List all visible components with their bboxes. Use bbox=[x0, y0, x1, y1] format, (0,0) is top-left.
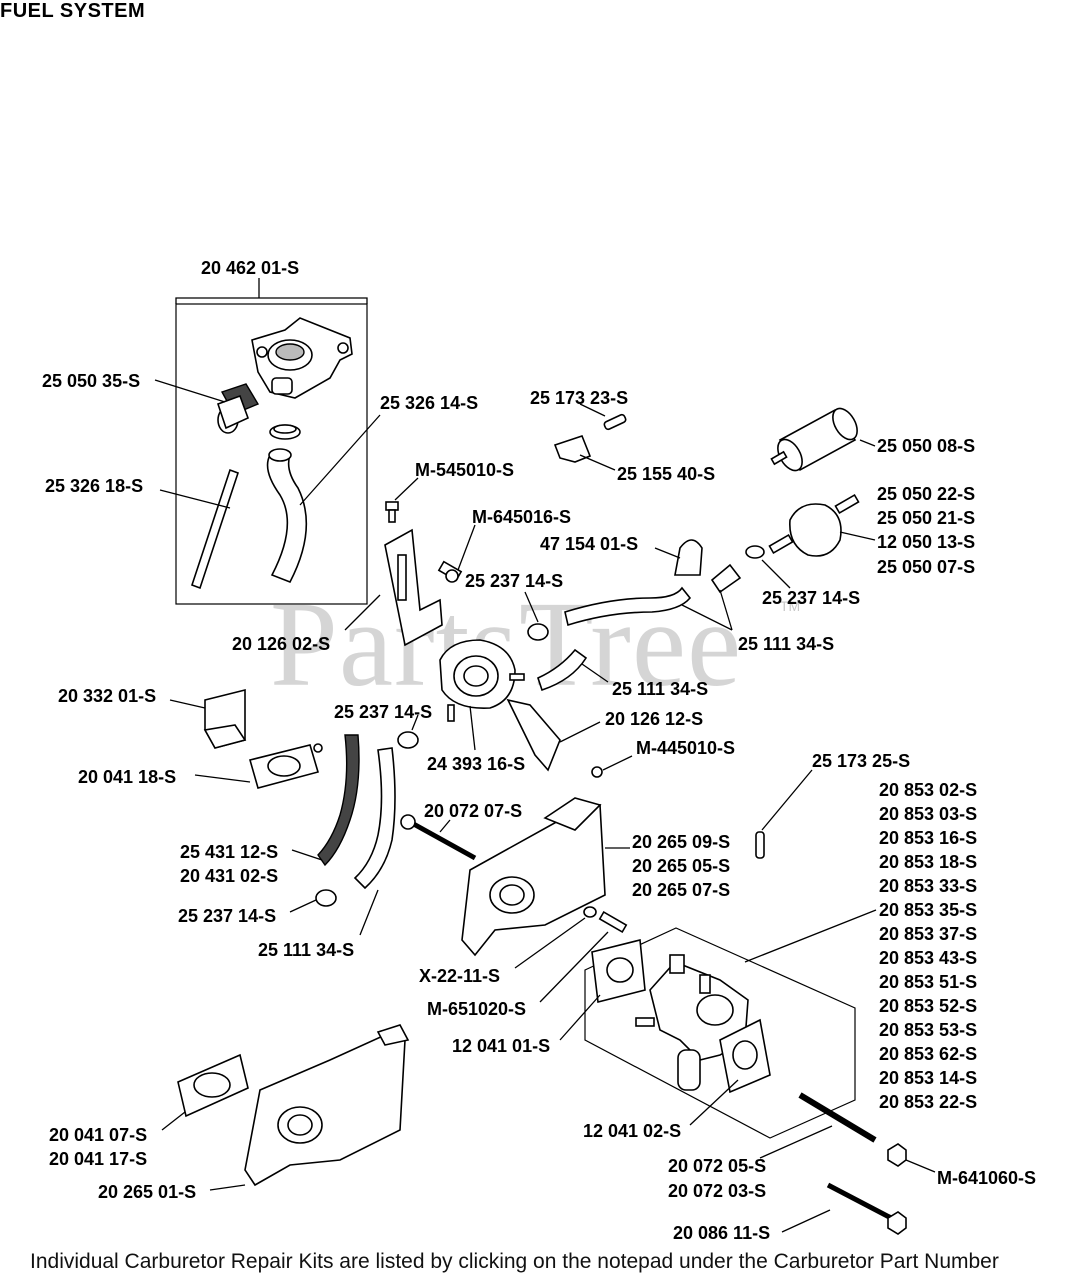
part-label-25-050-35[interactable]: 25 050 35-S bbox=[42, 371, 141, 391]
part-label-20-072-05[interactable]: 20 072 05-S bbox=[668, 1156, 767, 1176]
part-label-25-111-34-a[interactable]: 25 111 34-S bbox=[738, 634, 835, 654]
part-label-25-050-21[interactable]: 25 050 21-S bbox=[877, 508, 976, 528]
part-label-m-445010[interactable]: M-445010-S bbox=[636, 738, 736, 758]
part-label-20-265-01[interactable]: 20 265 01-S bbox=[98, 1182, 197, 1202]
part-label-m-641060[interactable]: M-641060-S bbox=[937, 1168, 1037, 1188]
part-label-25-237-14-c[interactable]: 25 237 14-S bbox=[334, 702, 433, 722]
adapter-part bbox=[461, 797, 606, 957]
carb-part-label[interactable]: 20 853 62-S bbox=[879, 1044, 978, 1064]
part-label-12-041-01[interactable]: 12 041 01-S bbox=[452, 1036, 551, 1056]
part-label-25-050-08[interactable]: 25 050 08-S bbox=[877, 436, 976, 456]
carburetor-part-list: 20 853 02-S 20 853 03-S 20 853 16-S 20 8… bbox=[879, 778, 977, 1114]
carb-part-label[interactable]: 20 853 51-S bbox=[879, 972, 978, 992]
part-label-25-326-14[interactable]: 25 326 14-S bbox=[380, 393, 479, 413]
part-label-25-326-18[interactable]: 25 326 18-S bbox=[45, 476, 144, 496]
part-label-20-041-18[interactable]: 20 041 18-S bbox=[78, 767, 177, 787]
part-label-25-237-14-a[interactable]: 25 237 14-S bbox=[465, 571, 564, 591]
carb-part-label[interactable]: 20 853 35-S bbox=[879, 900, 978, 920]
carb-part-label[interactable]: 20 853 22-S bbox=[879, 1092, 978, 1112]
fuel-strainer-part bbox=[216, 383, 260, 434]
part-label-20-086-11[interactable]: 20 086 11-S bbox=[673, 1223, 771, 1243]
part-label-25-237-14-d[interactable]: 25 237 14-S bbox=[178, 906, 277, 926]
part-label-m-651020[interactable]: M-651020-S bbox=[427, 999, 527, 1019]
part-label-47-154-01[interactable]: 47 154 01-S bbox=[540, 534, 639, 554]
part-label-25-237-14-b[interactable]: 25 237 14-S bbox=[762, 588, 861, 608]
carb-part-label[interactable]: 20 853 02-S bbox=[879, 780, 978, 800]
fuel-filter-part bbox=[770, 407, 876, 472]
carb-part-label[interactable]: 20 853 53-S bbox=[879, 1020, 978, 1040]
part-label-20-041-17[interactable]: 20 041 17-S bbox=[49, 1149, 148, 1169]
part-label-25-111-34-b[interactable]: 25 111 34-S bbox=[612, 679, 709, 699]
part-label-20-265-07[interactable]: 20 265 07-S bbox=[632, 880, 731, 900]
part-label-25-111-34-c[interactable]: 25 111 34-S bbox=[258, 940, 355, 960]
part-label-25-050-22[interactable]: 25 050 22-S bbox=[877, 484, 976, 504]
carb-part-label[interactable]: 20 853 16-S bbox=[879, 828, 978, 848]
page-title: FUEL SYSTEM bbox=[0, 0, 146, 22]
fuel-pump-part bbox=[439, 639, 525, 722]
part-label-20-431-02[interactable]: 20 431 02-S bbox=[180, 866, 279, 886]
part-label-x-22-11[interactable]: X-22-11-S bbox=[419, 966, 501, 986]
part-label-20-126-02[interactable]: 20 126 02-S bbox=[232, 634, 331, 654]
fuel-system-exploded-diagram bbox=[154, 278, 936, 1235]
footer-note: Individual Carburetor Repair Kits are li… bbox=[30, 1250, 999, 1273]
part-label-25-173-23[interactable]: 25 173 23-S bbox=[530, 388, 629, 408]
part-label-20-072-07[interactable]: 20 072 07-S bbox=[424, 801, 523, 821]
part-label-20-265-09[interactable]: 20 265 09-S bbox=[632, 832, 731, 852]
part-label-20-126-12[interactable]: 20 126 12-S bbox=[605, 709, 704, 729]
bottom-adapter-part bbox=[244, 1024, 410, 1187]
carb-part-label[interactable]: 20 853 52-S bbox=[879, 996, 978, 1016]
part-label-12-041-02[interactable]: 12 041 02-S bbox=[583, 1121, 682, 1141]
part-label-20-462-01[interactable]: 20 462 01-S bbox=[201, 258, 300, 278]
part-label-24-393-16[interactable]: 24 393 16-S bbox=[427, 754, 526, 774]
inline-filter-part bbox=[768, 493, 876, 557]
carb-part-label[interactable]: 20 853 33-S bbox=[879, 876, 978, 896]
part-label-25-173-25[interactable]: 25 173 25-S bbox=[812, 751, 911, 771]
carb-part-label[interactable]: 20 853 14-S bbox=[879, 1068, 978, 1088]
watermark-trademark: TM bbox=[780, 598, 801, 614]
part-label-m-645016[interactable]: M-645016-S bbox=[472, 507, 572, 527]
carb-part-label[interactable]: 20 853 03-S bbox=[879, 804, 978, 824]
carb-part-label[interactable]: 20 853 43-S bbox=[879, 948, 978, 968]
carb-part-label[interactable]: 20 853 37-S bbox=[879, 924, 978, 944]
part-label-20-041-07[interactable]: 20 041 07-S bbox=[49, 1125, 148, 1145]
part-label-25-050-07[interactable]: 25 050 07-S bbox=[877, 557, 976, 577]
carb-part-label[interactable]: 20 853 18-S bbox=[879, 852, 978, 872]
part-label-25-431-12[interactable]: 25 431 12-S bbox=[180, 842, 279, 862]
carburetor-part bbox=[635, 954, 749, 1091]
part-label-20-332-01[interactable]: 20 332 01-S bbox=[58, 686, 157, 706]
part-label-25-155-40[interactable]: 25 155 40-S bbox=[617, 464, 716, 484]
fuel-valve-part bbox=[251, 317, 353, 399]
part-label-12-050-13[interactable]: 12 050 13-S bbox=[877, 532, 976, 552]
part-label-m-545010[interactable]: M-545010-S bbox=[415, 460, 515, 480]
part-label-20-072-03[interactable]: 20 072 03-S bbox=[668, 1181, 767, 1201]
part-label-20-265-05[interactable]: 20 265 05-S bbox=[632, 856, 731, 876]
